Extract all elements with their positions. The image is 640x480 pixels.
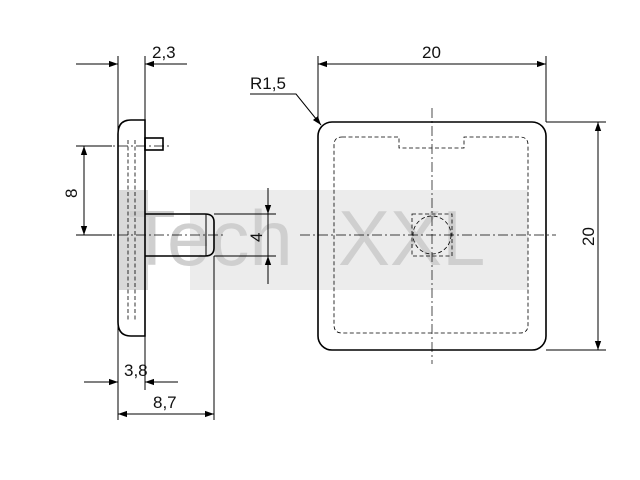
front-view-hidden-pin-square bbox=[411, 213, 453, 257]
watermark-band-left bbox=[118, 190, 148, 290]
dim-pin-diameter: 4 bbox=[247, 233, 266, 242]
dim-pin-offset: 8 bbox=[62, 189, 81, 198]
watermark: Tech XXL bbox=[118, 190, 528, 290]
watermark-band bbox=[190, 190, 528, 290]
side-view-top-pin bbox=[144, 137, 164, 151]
front-view-hidden-inner bbox=[333, 136, 529, 334]
dim-width-top: 20 bbox=[422, 43, 441, 62]
dim-total-depth: 8,7 bbox=[153, 393, 177, 412]
dim-corner-radius: R1,5 bbox=[250, 74, 286, 93]
dim-base-depth: 3,8 bbox=[124, 361, 148, 380]
dim-cap-thickness: 2,3 bbox=[152, 43, 176, 62]
front-view: 20 20 R1,5 bbox=[250, 43, 606, 364]
side-view: 2,3 8 4 3,8 8,7 bbox=[62, 43, 276, 420]
dim-height-right: 20 bbox=[579, 227, 598, 246]
dim-radius-leader bbox=[250, 93, 322, 126]
